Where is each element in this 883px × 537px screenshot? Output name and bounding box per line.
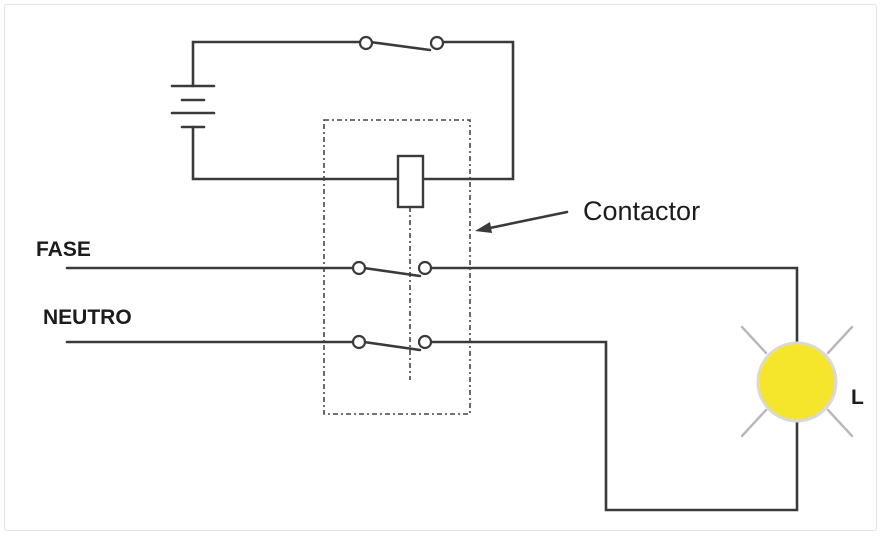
lamp-icon <box>740 325 854 438</box>
contactor-label: Contactor <box>583 196 701 226</box>
control-wire-bottom-left <box>191 125 400 181</box>
control-circuit <box>170 35 515 181</box>
phase-wire-right <box>429 266 799 352</box>
lamp-label: L <box>851 386 864 409</box>
image-frame <box>4 4 877 531</box>
control-wire-top-left <box>191 40 364 88</box>
control-wire-top-right <box>421 40 515 181</box>
neutral-label: NEUTRO <box>43 306 132 329</box>
neutral-wire-right <box>429 340 799 512</box>
phase-contact-icon <box>351 260 433 278</box>
phase-label: FASE <box>36 238 91 261</box>
battery-icon <box>170 84 216 129</box>
neutral-contact-icon <box>351 334 433 352</box>
contactor-arrow-icon <box>475 210 569 233</box>
power-circuit <box>65 260 799 512</box>
control-switch-icon[interactable] <box>358 35 445 52</box>
contactor-coil-icon <box>396 154 425 209</box>
